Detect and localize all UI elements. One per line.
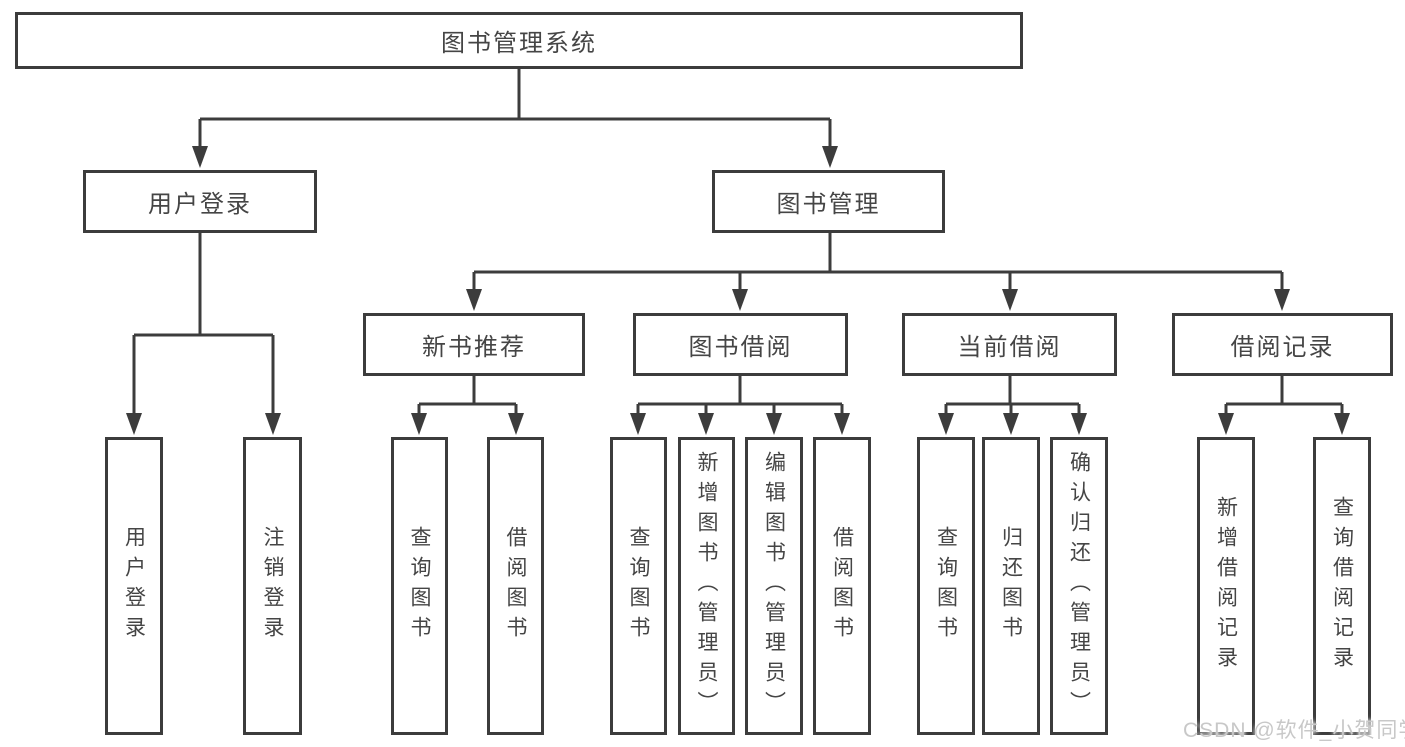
node-user-login: 用户登录: [83, 170, 317, 233]
leaf-logout-label: 注销登录: [261, 526, 284, 646]
leaf-borrowing-borrow-books-label: 借阅图书: [830, 526, 854, 646]
arrowhead: [508, 413, 524, 435]
leaf-records-query-record-label: 查询借阅记录: [1330, 496, 1354, 676]
leaf-current-return-books: 归还图书: [982, 437, 1040, 735]
node-book-borrowing: 图书借阅: [633, 313, 848, 376]
arrowhead: [938, 413, 954, 435]
leaf-newbooks-query-books-label: 查询图书: [408, 526, 431, 646]
leaf-current-confirm-return-admin-label: 确认归还（管理员）: [1067, 451, 1091, 721]
arrowhead: [411, 413, 427, 435]
connector-new-books-leaves: [417, 375, 518, 415]
arrowhead: [834, 413, 850, 435]
leaf-logout: 注销登录: [243, 437, 302, 735]
leaf-borrowing-edit-books-admin-label: 编辑图书（管理员）: [762, 451, 786, 721]
arrowhead: [630, 413, 646, 435]
leaf-user-login: 用户登录: [105, 437, 163, 735]
arrowhead: [1274, 289, 1290, 311]
arrowhead: [1334, 413, 1350, 435]
node-user-login-label: 用户登录: [148, 191, 252, 218]
node-borrow-records: 借阅记录: [1172, 313, 1393, 376]
arrowhead: [1002, 289, 1018, 311]
node-book-borrowing-label: 图书借阅: [688, 334, 793, 361]
leaf-current-return-books-label: 归还图书: [999, 526, 1023, 646]
leaf-newbooks-borrow-books-label: 借阅图书: [504, 526, 527, 646]
leaf-records-query-record: 查询借阅记录: [1313, 437, 1371, 735]
leaf-records-add-record-label: 新增借阅记录: [1214, 496, 1238, 676]
connector-current-borrowing-leaves: [944, 375, 1081, 415]
node-book-management-label: 图书管理: [776, 191, 881, 218]
arrowhead: [766, 413, 782, 435]
node-new-book-recommend: 新书推荐: [363, 313, 585, 376]
arrowhead: [822, 146, 838, 168]
arrowhead: [732, 289, 748, 311]
connector-borrow-records-leaves: [1224, 375, 1344, 415]
leaf-borrowing-borrow-books: 借阅图书: [813, 437, 871, 735]
arrowhead: [1003, 413, 1019, 435]
csdn-watermark: CSDN @软件_小贺同学: [1183, 719, 1405, 742]
leaf-current-query-books: 查询图书: [917, 437, 975, 735]
leaf-newbooks-borrow-books: 借阅图书: [487, 437, 544, 735]
leaf-borrowing-add-books-admin: 新增图书（管理员）: [678, 437, 735, 735]
leaf-borrowing-query-books-label: 查询图书: [627, 526, 650, 646]
leaf-borrowing-add-books-admin-label: 新增图书（管理员）: [695, 451, 718, 721]
connector-root-branches: [198, 68, 832, 150]
leaf-borrowing-query-books: 查询图书: [610, 437, 667, 735]
leaf-borrowing-edit-books-admin: 编辑图书（管理员）: [745, 437, 803, 735]
node-root-label: 图书管理系统: [441, 30, 597, 57]
leaf-current-confirm-return-admin: 确认归还（管理员）: [1050, 437, 1108, 735]
arrowhead: [265, 413, 281, 435]
node-new-book-recommend-label: 新书推荐: [422, 334, 526, 361]
node-current-borrowing-label: 当前借阅: [957, 334, 1062, 361]
connector-user-login-leaves: [132, 232, 275, 415]
arrowhead: [466, 289, 482, 311]
leaf-newbooks-query-books: 查询图书: [391, 437, 448, 735]
arrowhead: [126, 413, 142, 435]
leaf-records-add-record: 新增借阅记录: [1197, 437, 1255, 735]
arrowhead: [1071, 413, 1087, 435]
node-borrow-records-label: 借阅记录: [1230, 334, 1335, 361]
arrowhead: [698, 413, 714, 435]
arrowhead: [192, 146, 208, 168]
node-book-management: 图书管理: [712, 170, 945, 233]
connector-book-management-sections: [472, 232, 1284, 293]
node-root: 图书管理系统: [15, 12, 1023, 69]
connector-book-borrowing-leaves: [636, 375, 844, 415]
arrowhead: [1218, 413, 1234, 435]
node-current-borrowing: 当前借阅: [902, 313, 1117, 376]
leaf-current-query-books-label: 查询图书: [934, 526, 958, 646]
leaf-user-login-label: 用户登录: [122, 526, 146, 646]
